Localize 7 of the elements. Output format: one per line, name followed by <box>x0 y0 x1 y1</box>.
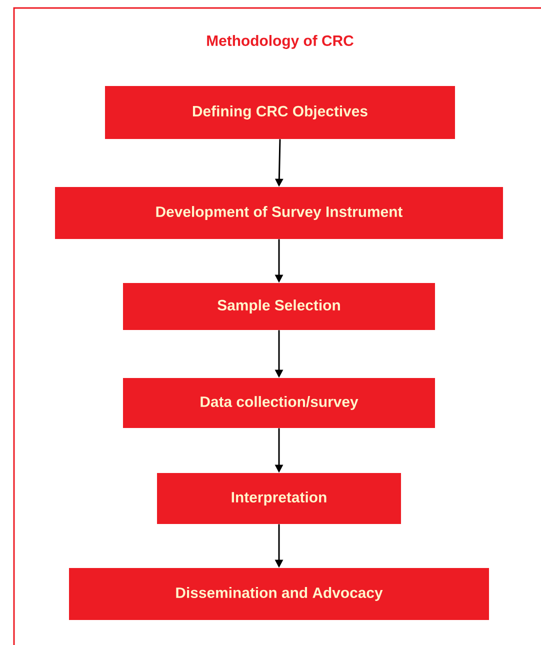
process-box: Defining CRC Objectives <box>105 86 455 139</box>
process-box: Interpretation <box>157 473 401 524</box>
title: Methodology of CRC <box>207 35 354 49</box>
process-box: Data collection/survey <box>123 378 435 428</box>
process-box: Development of Survey Instrument <box>55 187 503 239</box>
process-box: Sample Selection <box>123 283 435 330</box>
process-box: Dissemination and Advocacy <box>69 568 489 620</box>
